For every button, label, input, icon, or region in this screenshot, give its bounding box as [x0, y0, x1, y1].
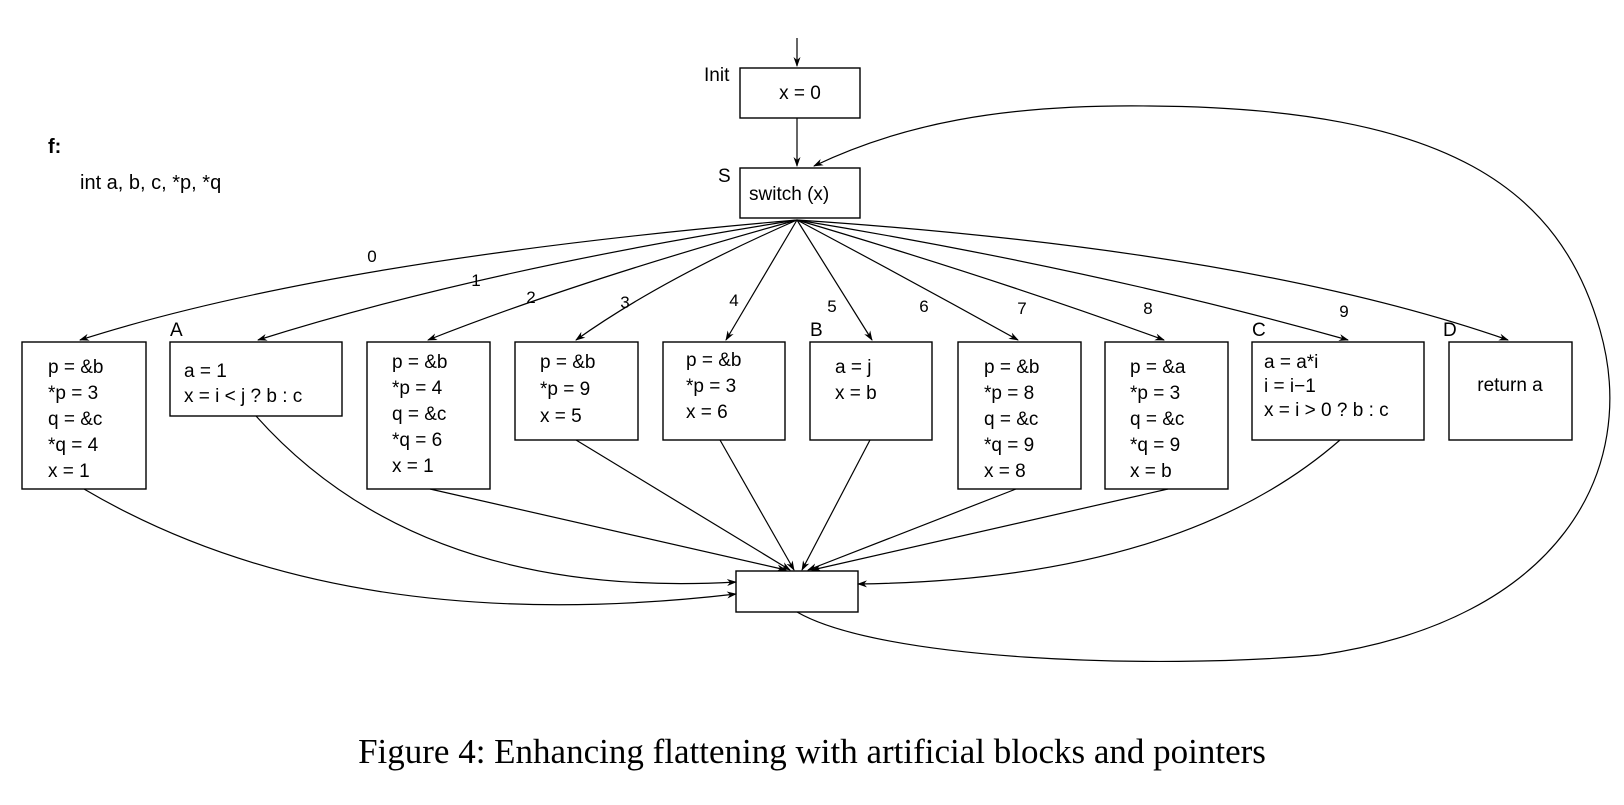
edge-case-0	[79, 219, 798, 341]
code-line: a = a*i	[1264, 352, 1318, 373]
edge-label-0: 0	[367, 247, 376, 266]
code-line: return a	[1477, 375, 1543, 396]
edge-join-0	[83, 488, 737, 606]
code-line: *q = 6	[392, 430, 442, 451]
code-line: q = &c	[392, 404, 446, 425]
init-code-line: x = 0	[779, 83, 821, 104]
code-line: x = 1	[392, 456, 434, 477]
edge-case-2	[427, 219, 798, 341]
code-line: x = i < j ? b : c	[184, 386, 302, 407]
edge-label-4: 4	[729, 291, 738, 310]
code-line: p = &b	[984, 357, 1039, 378]
switch-code-line: switch (x)	[749, 184, 829, 205]
edge-loop-back	[796, 105, 1611, 663]
edge-case-1	[257, 219, 798, 341]
code-line: *p = 3	[686, 376, 736, 397]
code-line: x = i > 0 ? b : c	[1264, 400, 1389, 421]
code-line: *q = 9	[1130, 435, 1180, 456]
edge-case-7	[796, 219, 1165, 341]
code-line: p = &a	[1130, 357, 1186, 378]
code-line: i = i−1	[1264, 376, 1316, 397]
edge-label-5: 5	[827, 297, 836, 316]
block-label-d: D	[1443, 320, 1457, 341]
edge-join-3	[575, 439, 791, 571]
code-line: *q = 9	[984, 435, 1034, 456]
code-line: p = &b	[540, 352, 595, 373]
edge-label-7: 7	[1017, 299, 1026, 318]
switch-node: S switch (x)	[718, 166, 861, 219]
figure-caption: Figure 4: Enhancing flattening with arti…	[358, 732, 1266, 771]
edge-join-5	[801, 439, 871, 571]
edge-case-8	[796, 219, 1349, 341]
code-line: p = &b	[392, 352, 447, 373]
code-line: *p = 9	[540, 379, 590, 400]
edge-join-7	[811, 488, 1169, 572]
edge-join-4	[719, 439, 795, 571]
edge-case-5	[796, 219, 873, 341]
case-0-block: p = &b *p = 3 q = &c *q = 4 x = 1	[21, 341, 147, 490]
edge-label-3: 3	[620, 293, 629, 312]
edge-label-1: 1	[471, 271, 480, 290]
init-node: Init x = 0	[704, 65, 861, 119]
case-2-block: p = &b *p = 4 q = &c *q = 6 x = 1	[366, 341, 491, 490]
code-line: x = 8	[984, 461, 1026, 482]
function-name: f:	[48, 136, 61, 158]
code-line: p = &b	[48, 357, 103, 378]
edge-case-3	[575, 219, 798, 341]
code-line: x = b	[835, 383, 877, 404]
edge-label-6: 6	[919, 297, 928, 316]
code-line: p = &b	[686, 350, 741, 371]
block-label-a: A	[170, 320, 183, 341]
code-line: x = 6	[686, 402, 728, 423]
code-line: *p = 3	[1130, 383, 1180, 404]
edge-label-2: 2	[526, 288, 535, 307]
block-label-c: C	[1252, 320, 1266, 341]
case-4-block: p = &b *p = 3 x = 6	[662, 341, 786, 441]
code-line: *p = 8	[984, 383, 1034, 404]
init-label: Init	[704, 65, 730, 86]
case-9-block-d: D return a	[1443, 320, 1573, 441]
code-line: x = 1	[48, 461, 90, 482]
code-line: x = b	[1130, 461, 1172, 482]
code-line: q = &c	[1130, 409, 1184, 430]
case-8-block-c: C a = a*i i = i−1 x = i > 0 ? b : c	[1251, 320, 1425, 441]
switch-label: S	[718, 166, 731, 187]
edge-case-9	[796, 219, 1509, 341]
case-5-block-b: B a = j x = b	[809, 320, 933, 441]
join-block	[735, 570, 859, 613]
code-line: q = &c	[984, 409, 1038, 430]
code-line: a = 1	[184, 361, 227, 382]
code-line: *p = 4	[392, 378, 443, 399]
case-7-block: p = &a *p = 3 q = &c *q = 9 x = b	[1104, 341, 1229, 490]
case-1-block-a: A a = 1 x = i < j ? b : c	[169, 320, 343, 417]
edge-case-6	[796, 219, 1019, 341]
edge-label-9: 9	[1339, 302, 1348, 321]
edge-join-8	[857, 439, 1341, 588]
edge-join-2	[429, 488, 787, 572]
case-3-block: p = &b *p = 9 x = 5	[514, 341, 639, 441]
code-line: a = j	[835, 357, 871, 378]
code-line: x = 5	[540, 406, 582, 427]
code-line: q = &c	[48, 409, 102, 430]
block-label-b: B	[810, 320, 823, 341]
case-6-block: p = &b *p = 8 q = &c *q = 9 x = 8	[957, 341, 1082, 490]
edge-case-4	[725, 219, 798, 341]
code-line: *q = 4	[48, 435, 99, 456]
edge-join-6	[807, 488, 1017, 571]
edge-join-1	[255, 415, 737, 587]
function-declaration: int a, b, c, *p, *q	[80, 172, 221, 194]
code-line: *p = 3	[48, 383, 98, 404]
edge-label-8: 8	[1143, 299, 1152, 318]
